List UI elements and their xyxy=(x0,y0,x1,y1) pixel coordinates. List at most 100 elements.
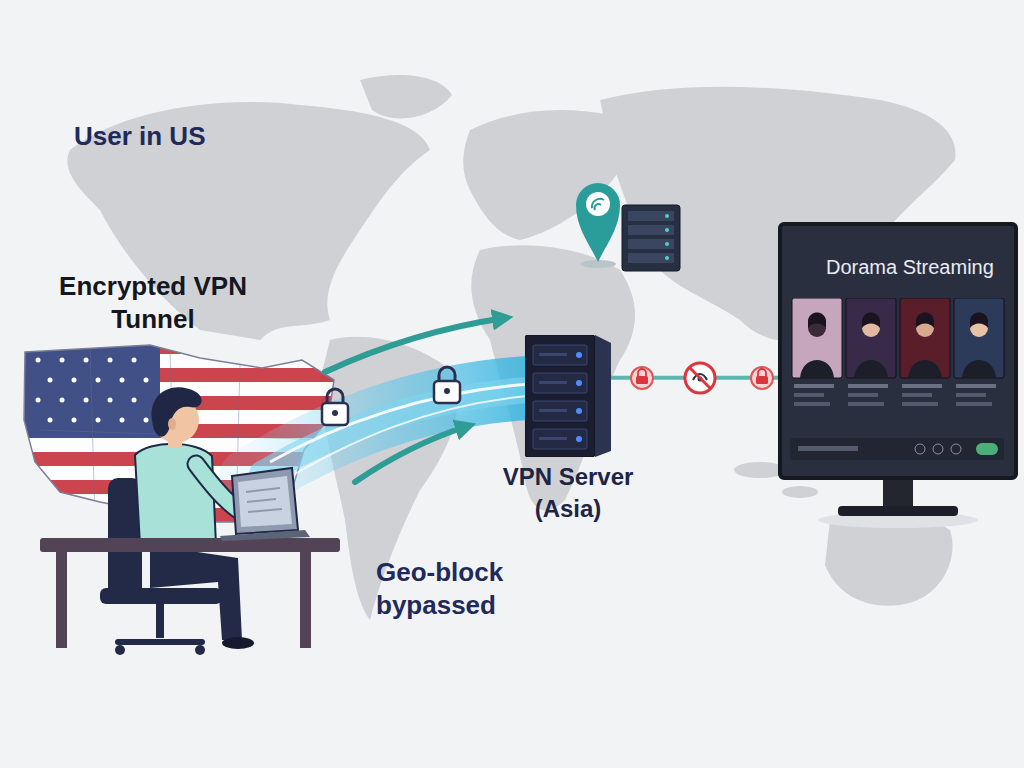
label-holder: User in US xyxy=(74,120,354,153)
poster-grid xyxy=(933,444,943,454)
server-tower xyxy=(539,409,567,412)
us-flag-map xyxy=(96,378,101,383)
user-figure xyxy=(168,418,176,430)
poster-grid xyxy=(790,298,1006,470)
tunnel-label: Encrypted VPN Tunnel xyxy=(58,270,248,335)
server-tower xyxy=(539,381,567,384)
poster-grid xyxy=(954,298,1004,406)
location-pin xyxy=(576,183,620,262)
monitor-stand xyxy=(818,478,978,528)
server-tower xyxy=(533,373,587,393)
user-figure xyxy=(115,645,125,655)
blocked-lock xyxy=(636,376,648,384)
server-tower xyxy=(539,437,567,440)
poster-grid xyxy=(848,384,888,388)
server-rack xyxy=(622,205,680,271)
user-figure xyxy=(220,530,310,541)
us-flag-map xyxy=(120,378,125,383)
poster-grid xyxy=(954,298,1004,378)
poster-grid xyxy=(962,360,996,378)
poster-grid xyxy=(951,444,961,454)
lock-icon xyxy=(332,410,338,416)
server-rack xyxy=(628,239,674,249)
server-tower xyxy=(533,429,587,449)
server-tower xyxy=(533,345,587,365)
server-tower xyxy=(576,380,582,386)
poster-grid xyxy=(798,446,858,451)
server-tower xyxy=(525,335,595,457)
server-rack xyxy=(628,225,674,235)
poster-grid xyxy=(800,360,834,378)
poster-grid xyxy=(808,313,826,329)
monitor-stand xyxy=(838,506,958,516)
poster-grid xyxy=(976,443,998,455)
monitor-stand xyxy=(883,478,913,508)
blocked-lock xyxy=(751,367,773,389)
us-flag-map xyxy=(72,418,77,423)
lock-icon xyxy=(322,403,348,425)
poster-grid xyxy=(790,438,1004,460)
tunnel-arrow xyxy=(355,426,468,482)
us-flag-map xyxy=(48,378,53,383)
poster-grid xyxy=(970,313,988,329)
server-tower xyxy=(595,335,611,457)
poster-grid xyxy=(902,384,942,388)
user-figure xyxy=(150,545,242,640)
poster-grid xyxy=(794,402,830,406)
world-map xyxy=(782,486,818,498)
status-label: Geo-block bypassed xyxy=(376,556,526,621)
server-tower xyxy=(576,436,582,442)
location-pin xyxy=(576,183,620,268)
label-holder: Geo-block bypassed xyxy=(376,556,526,621)
poster-grid xyxy=(848,402,884,406)
us-flag-map xyxy=(144,378,149,383)
server-rack xyxy=(665,242,669,246)
user-figure xyxy=(195,645,205,655)
us-flag-map xyxy=(132,358,137,363)
poster-grid xyxy=(846,298,896,406)
poster-grid xyxy=(794,384,834,388)
us-flag-map xyxy=(108,398,113,403)
tunnel-glow xyxy=(278,396,528,484)
user-figure xyxy=(156,604,164,638)
us-flag-map xyxy=(108,358,113,363)
poster-grid xyxy=(900,298,950,406)
us-flag-map xyxy=(84,358,89,363)
streaming-screen: Dorama Streaming xyxy=(778,222,1018,480)
user-figure xyxy=(152,387,202,436)
poster-grid xyxy=(848,393,878,397)
poster-grid xyxy=(956,402,992,406)
poster-grid xyxy=(854,360,888,378)
server-tower xyxy=(533,401,587,421)
blocked-lock xyxy=(756,376,768,384)
blocked-lock xyxy=(638,369,646,376)
poster-grid xyxy=(956,384,996,388)
lock-icon xyxy=(444,388,450,394)
poster-grid xyxy=(846,298,896,378)
user-figure xyxy=(118,639,202,645)
user-figure xyxy=(222,637,254,649)
user-figure xyxy=(40,387,340,655)
blocked-lock xyxy=(631,367,653,389)
server-rack xyxy=(665,256,669,260)
blocked-lock xyxy=(751,367,773,389)
server-tower xyxy=(525,335,611,457)
us-flag-map xyxy=(132,398,137,403)
us-flag-map xyxy=(72,378,77,383)
server-tower xyxy=(539,353,567,356)
poster-grid xyxy=(956,393,986,397)
us-flag-map xyxy=(120,418,125,423)
user-figure xyxy=(238,476,292,527)
tunnel-glow xyxy=(270,384,528,462)
poster-grid xyxy=(908,360,942,378)
user-figure xyxy=(100,588,222,604)
server-rack xyxy=(665,214,669,218)
server-tower xyxy=(525,335,611,457)
server-rack xyxy=(622,205,680,271)
user-figure xyxy=(56,552,67,648)
location-pin xyxy=(586,192,610,216)
world-map xyxy=(360,75,452,118)
lock-icon xyxy=(434,367,460,403)
